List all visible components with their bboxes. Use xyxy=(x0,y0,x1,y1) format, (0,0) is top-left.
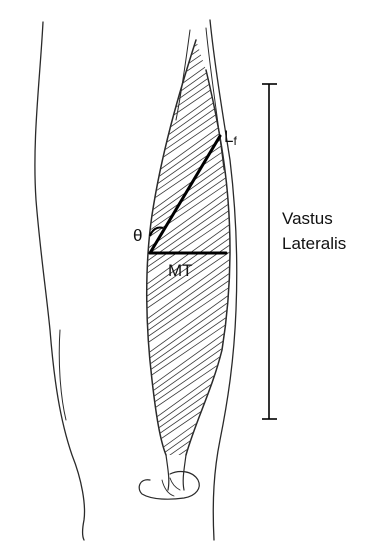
fascicle-stroke xyxy=(140,336,240,406)
fascicle-stroke xyxy=(140,476,240,546)
muscle-outline xyxy=(147,30,230,455)
fascicle-stroke xyxy=(140,301,240,371)
fascicle-stroke xyxy=(140,357,240,429)
fascicle-stroke xyxy=(140,147,240,219)
fascicle-stroke xyxy=(140,28,240,97)
fascicle-stroke xyxy=(140,343,240,412)
muscle-name-line1: Vastus xyxy=(282,206,346,231)
fascicle-stroke xyxy=(140,483,240,548)
fascicle-stroke xyxy=(140,413,240,482)
fascicle-stroke xyxy=(140,154,240,225)
fascicle-stroke xyxy=(140,455,240,523)
fascicle-length-sub: f xyxy=(233,134,236,148)
fascicle-stroke xyxy=(140,448,240,517)
fascicle-stroke xyxy=(140,63,240,132)
fascicle-stroke xyxy=(140,469,240,540)
muscle-thickness-label: MT xyxy=(168,262,193,279)
fascicle-stroke xyxy=(140,168,240,237)
fascicle-stroke xyxy=(140,35,240,103)
muscle-name-label: Vastus Lateralis xyxy=(282,206,346,256)
fascicle-stroke xyxy=(140,224,240,295)
fascicle-stroke xyxy=(140,441,240,511)
leg-outline xyxy=(35,22,85,540)
fascicle-stroke xyxy=(140,56,240,126)
fascicle-stroke xyxy=(140,42,240,114)
fascicle-stroke xyxy=(140,427,240,499)
tendon-knee xyxy=(139,455,199,499)
fascicle-stroke xyxy=(140,14,240,85)
muscle-length-bracket xyxy=(262,84,277,419)
fascicle-length-label: Lf xyxy=(224,128,237,147)
pennation-angle-label: θ xyxy=(133,227,142,244)
fascicle-stroke xyxy=(140,329,240,400)
fascicle-stroke xyxy=(140,308,240,377)
fascicle-stroke xyxy=(140,7,240,79)
muscle-name-line2: Lateralis xyxy=(282,231,346,256)
fascicle-stroke xyxy=(140,420,240,488)
